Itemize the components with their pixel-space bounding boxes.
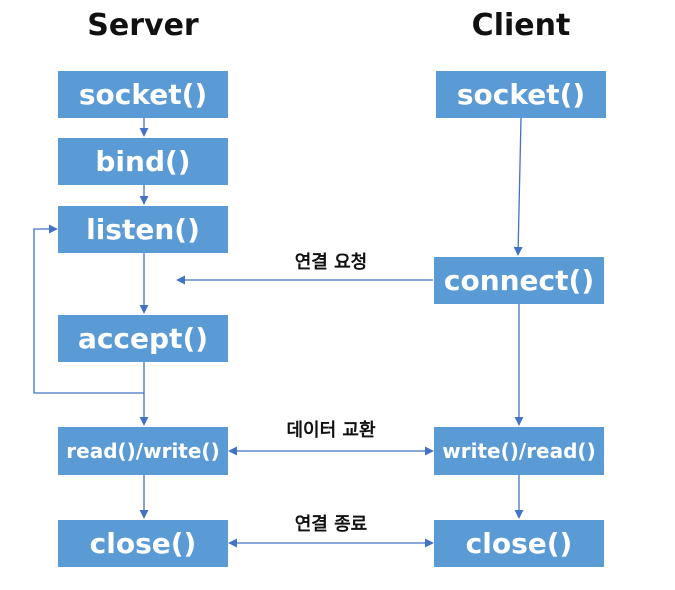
client-connect-node: connect() xyxy=(434,257,604,304)
server-socket-node: socket() xyxy=(58,71,228,118)
server-readwrite-node: read()/write() xyxy=(58,427,228,475)
arrow-client-socket-to-connect xyxy=(513,117,523,256)
server-accept-node: accept() xyxy=(58,315,228,362)
loop-back-to-listen xyxy=(33,224,144,394)
server-close-node: close() xyxy=(58,520,228,567)
client-column-title: Client xyxy=(471,8,571,43)
data-exchange-label: 데이터 교환 xyxy=(286,420,376,441)
server-listen-node: listen() xyxy=(58,206,228,253)
connection-close-label: 연결 종료 xyxy=(294,514,368,535)
client-socket-node: socket() xyxy=(436,71,606,118)
connect-request-label: 연결 요청 xyxy=(294,252,368,273)
server-column-title: Server xyxy=(87,8,199,43)
server-bind-node: bind() xyxy=(58,138,228,185)
client-close-node: close() xyxy=(434,520,604,567)
client-writeread-node: write()/read() xyxy=(434,427,604,475)
